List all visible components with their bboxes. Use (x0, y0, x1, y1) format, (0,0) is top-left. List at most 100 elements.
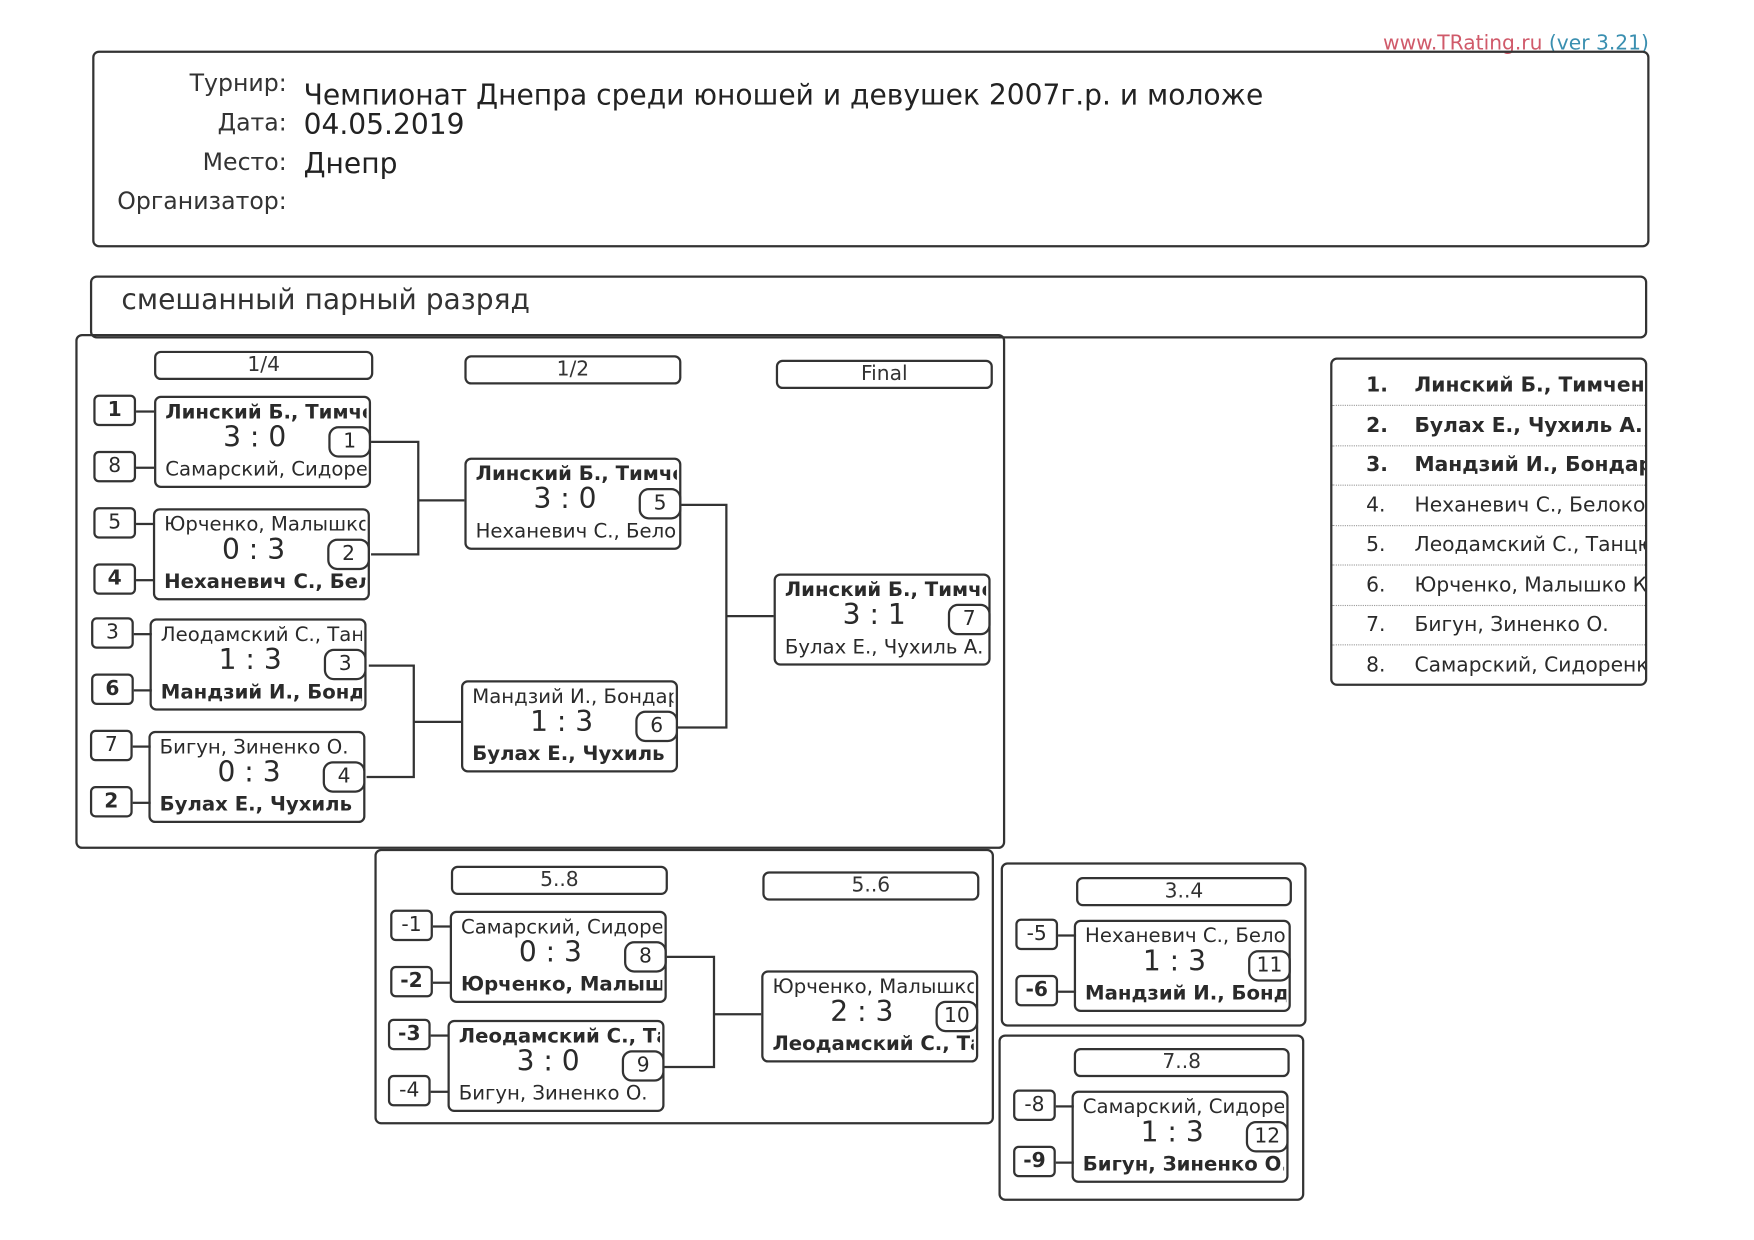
standing-row: 3.Мандзий И., Бондаренко (1332, 445, 1645, 486)
match-top-pair: Мандзий И., Бондаренко (472, 685, 673, 709)
match-number-badge: 4 (322, 761, 366, 793)
round-quarterfinal: 1/4 (154, 350, 374, 381)
match-11[interactable]: Неханевич С., Белокопытова1 : 3 Мандзий И… (1073, 919, 1291, 1012)
tournament-value: Чемпионат Днепра среди юношей и девушек … (303, 78, 1264, 112)
standing-place: 3. (1366, 453, 1388, 477)
standing-place: 5. (1366, 532, 1386, 557)
standing-place: 1. (1366, 373, 1388, 397)
match-top-pair: Юрченко, Малышко К. (772, 975, 974, 999)
match-top-pair: Неханевич С., Белокопытова (1085, 925, 1286, 948)
standing-place: 2. (1366, 413, 1388, 437)
organizer-label: Организатор: (117, 187, 287, 215)
match-bottom-pair: Юрченко, Малышко (461, 973, 663, 997)
section-title-bar (89, 275, 1648, 339)
round-places-3-4: 3..4 (1076, 877, 1292, 907)
site-url[interactable]: www.TRating.ru (1383, 31, 1543, 56)
match-score: 0 : 3 (217, 755, 281, 789)
standing-pair: Булах Е., Чухиль А. (1414, 413, 1643, 437)
match-score: 3 : 0 (516, 1044, 580, 1078)
seed-box: 7 (89, 729, 151, 762)
connector-qf1-qf2 (371, 440, 465, 556)
seed-box: -2 (390, 965, 451, 998)
match-bottom-pair: Мандзий И., Бондаренко (160, 681, 362, 704)
match-score: 3 : 0 (533, 482, 597, 515)
tournament-info-box (92, 50, 1650, 248)
match-score: 1 : 3 (1142, 944, 1206, 978)
standing-place: 7. (1366, 612, 1386, 637)
section-title: смешанный парный разряд (121, 283, 530, 316)
standing-place: 8. (1366, 652, 1386, 677)
seed-box: 2 (89, 785, 151, 818)
round-places-7-8: 7..8 (1073, 1047, 1290, 1078)
standing-pair: Бигун, Зиненко О. (1414, 612, 1609, 637)
match-bottom-pair: Мандзий И., Бондаренко (1085, 982, 1286, 1006)
match-score: 3 : 1 (842, 598, 906, 631)
match-score: 2 : 3 (830, 995, 894, 1028)
seed-box: -8 (1013, 1089, 1074, 1122)
match-6[interactable]: Мандзий И., Бондаренко1 : 3 Булах Е., Чух… (461, 680, 679, 773)
match-10[interactable]: Юрченко, Малышко К.2 : 3 Леодамский С., Т… (761, 970, 979, 1063)
seed-box: -6 (1015, 974, 1077, 1007)
match-bottom-pair: Неханевич С., Белокопытова (164, 571, 365, 594)
match-score: 3 : 0 (223, 420, 287, 454)
seed-box: -9 (1013, 1145, 1074, 1178)
match-number-badge: 2 (327, 538, 370, 571)
places-3-4-frame (1000, 862, 1307, 1027)
seed-box: -4 (387, 1074, 449, 1107)
match-number-badge: 1 (328, 426, 372, 458)
match-score: 1 : 3 (218, 643, 282, 676)
match-number-badge: 6 (635, 710, 679, 743)
standing-row: 2. Булах Е., Чухиль А. (1332, 405, 1645, 446)
match-number-badge: 5 (638, 487, 682, 520)
standing-pair: Неханевич С., Белокопытова (1414, 493, 1646, 517)
standing-place: 4. (1366, 493, 1386, 517)
seed-box: 1 (93, 394, 155, 427)
seed-box: -3 (387, 1018, 449, 1051)
standing-row: 4. Неханевич С., Белокопытова (1332, 485, 1646, 526)
places-7-8-frame (998, 1034, 1305, 1201)
tournament-label: Турнир: (189, 69, 287, 97)
standing-row: 5. Леодамский С., Танцюра (1332, 525, 1645, 566)
match-number-badge: 9 (621, 1050, 665, 1082)
connector-sf (678, 503, 774, 729)
round-places-5-8: 5..8 (450, 865, 668, 896)
match-bottom-pair: Бигун, Зиненко О. (458, 1082, 648, 1106)
match-number-badge: 12 (1245, 1121, 1289, 1153)
standing-pair: Юрченко, Малышко К. (1414, 572, 1648, 597)
seed-box: -5 (1015, 918, 1077, 951)
match-top-pair: Юрченко, Малышко К. (164, 513, 366, 537)
match-top-pair: Леодамский С., Танцюра (160, 624, 363, 647)
match-top-pair: Линский Б., Тимченко (475, 463, 677, 486)
match-score: 0 : 3 (518, 935, 582, 969)
seed-box: 8 (93, 450, 155, 483)
connector-qf3-qf4 (366, 664, 462, 779)
standing-pair: Леодамский С., Танцюра (1414, 532, 1645, 557)
match-bottom-pair: Булах Е., Чухиль (472, 743, 665, 766)
match-top-pair: Леодамский С., Танцюра (458, 1025, 660, 1048)
match-9[interactable]: Леодамский С., Танцюра3 : 0 Бигун, Зиненк… (447, 1019, 665, 1113)
match-bottom-pair: Леодамский С., Танцюра (772, 1033, 973, 1056)
match-top-pair: Бигун, Зиненко О. (159, 736, 349, 759)
match-score: 1 : 3 (530, 704, 594, 738)
standing-row: 6. Юрченко, Малышко К. (1332, 565, 1648, 606)
round-final: Final (775, 359, 993, 390)
match-bottom-pair: Булах Е., Чухиль (159, 793, 353, 817)
places-5-8-frame (374, 848, 994, 1125)
place-value: Днепр (303, 147, 398, 180)
round-semifinal: 1/2 (464, 355, 682, 385)
match-bottom-pair: Бигун, Зиненко О. (1082, 1153, 1285, 1177)
standing-place: 6. (1366, 572, 1386, 597)
seed-box: 3 (91, 617, 152, 649)
connector-5-8 (664, 955, 762, 1069)
match-top-pair: Самарский, Сидоренко (1082, 1096, 1285, 1119)
match-3[interactable]: Леодамский С., Танцюра1 : 3 Мандзий И., Б… (149, 618, 367, 711)
